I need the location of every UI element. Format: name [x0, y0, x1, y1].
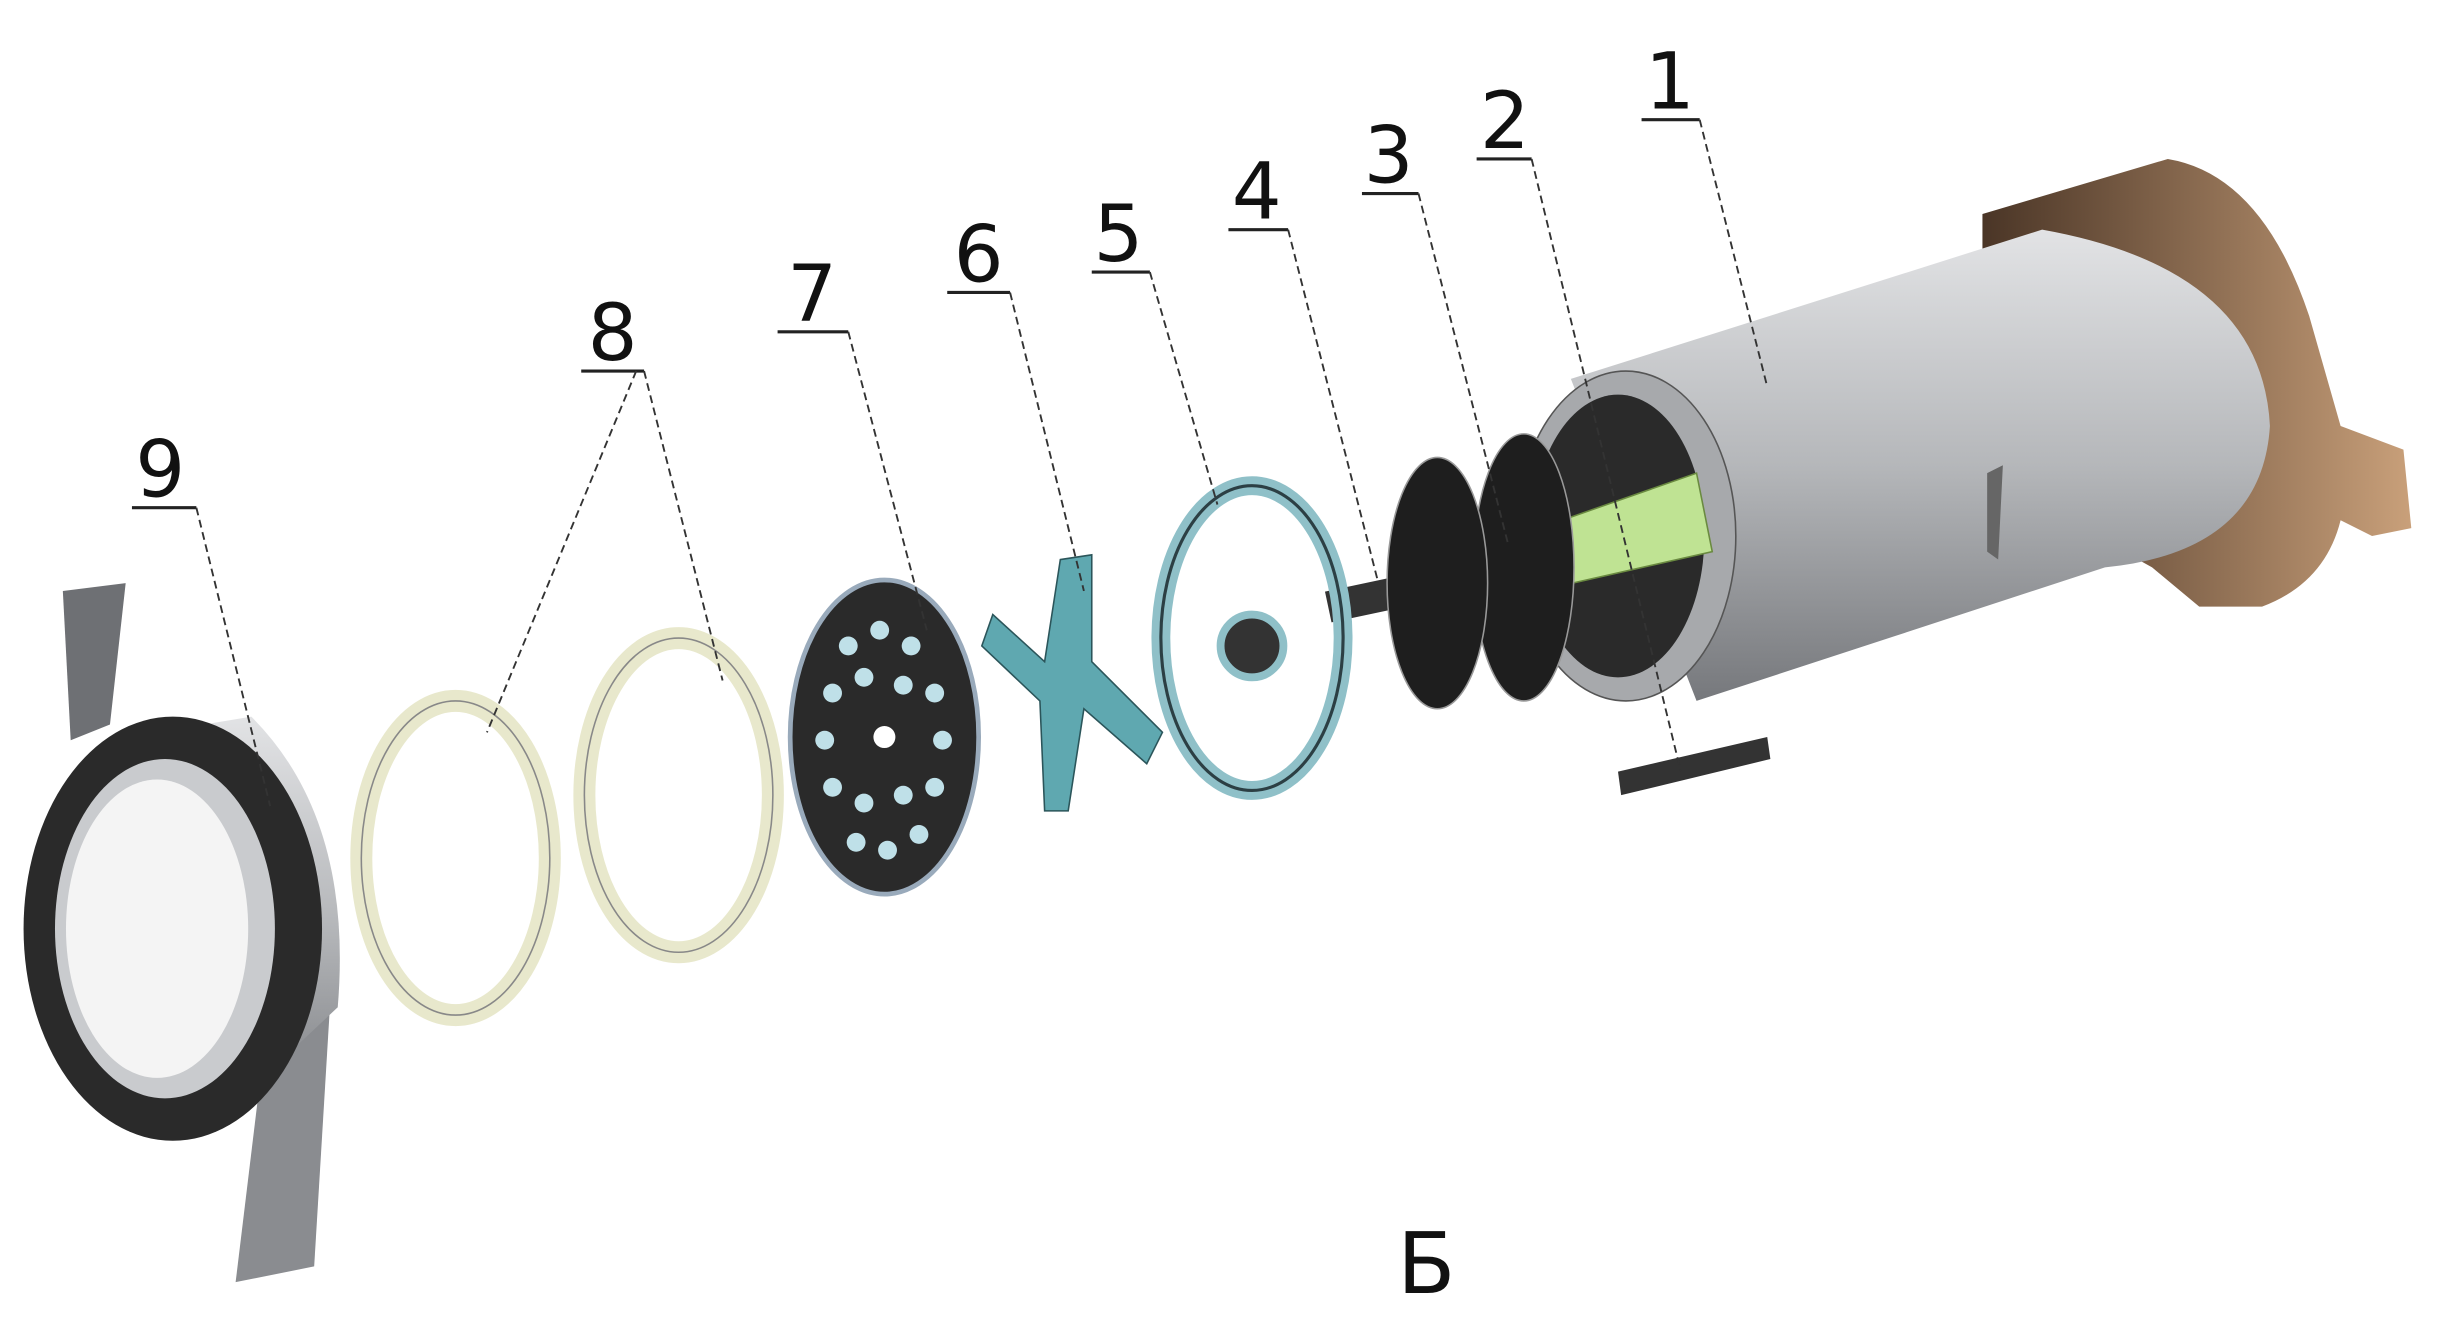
label-1: 1 — [1645, 36, 1695, 128]
label-5: 5 — [1093, 188, 1143, 280]
callout-8: 8 — [486, 287, 724, 733]
part-5-guide-ring — [1151, 476, 1353, 800]
label-7: 7 — [787, 248, 837, 340]
callout-7: 7 — [777, 248, 928, 631]
figure-caption: Б — [1397, 1215, 1455, 1314]
label-2: 2 — [1480, 75, 1530, 167]
label-6: 6 — [954, 208, 1004, 300]
part-7-perforated-plate — [787, 577, 982, 897]
callout-5: 5 — [1091, 188, 1219, 505]
callout-4: 4 — [1228, 146, 1384, 600]
callout-9: 9 — [131, 424, 272, 807]
part-2-key — [1618, 737, 1771, 796]
part-6-cross-knife — [980, 553, 1164, 812]
callout-3: 3 — [1361, 110, 1509, 545]
label-3: 3 — [1364, 110, 1414, 202]
callout-1: 1 — [1641, 36, 1769, 387]
callout-2: 2 — [1476, 75, 1682, 772]
part-8-spacer-rings — [350, 627, 784, 1027]
label-9: 9 — [135, 424, 185, 516]
part-1-housing — [1515, 158, 2412, 702]
part-9-clamping-nut — [23, 583, 340, 1283]
callout-6: 6 — [947, 208, 1085, 592]
label-8: 8 — [588, 287, 638, 379]
label-4: 4 — [1232, 146, 1282, 238]
part-3-washer — [1386, 433, 1575, 710]
